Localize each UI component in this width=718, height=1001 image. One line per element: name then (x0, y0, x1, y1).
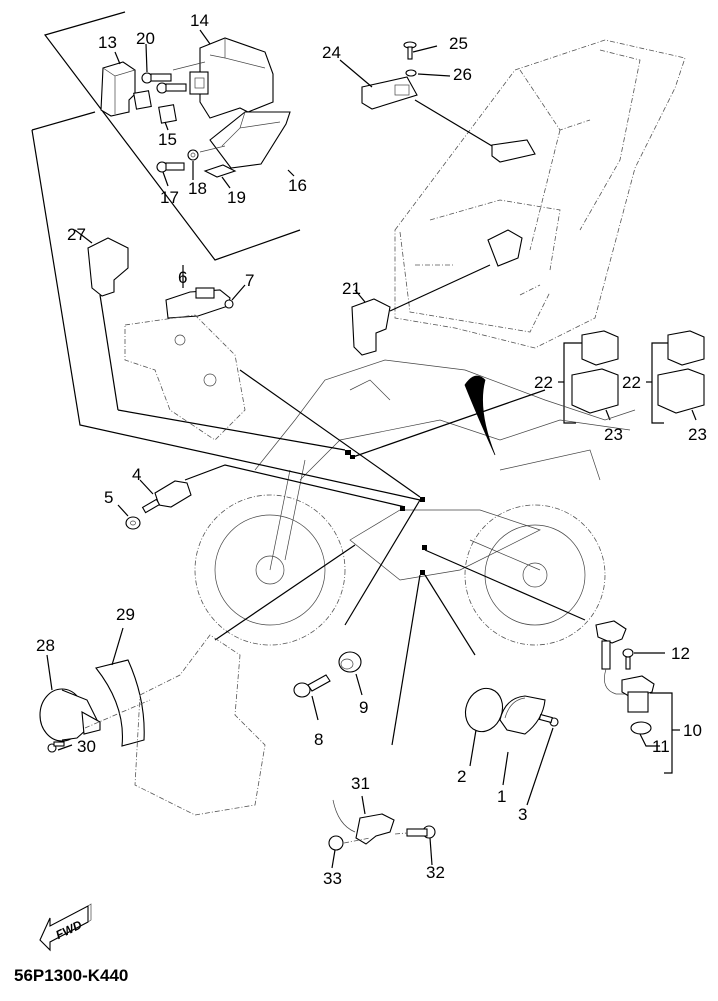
callout-18: 18 (188, 179, 207, 198)
callout-14: 14 (190, 11, 209, 30)
callout-25: 25 (449, 34, 468, 53)
callout-30: 30 (77, 737, 96, 756)
part-24-coupler[interactable] (361, 76, 536, 163)
callout-32: 32 (426, 863, 445, 882)
part-21-coupler[interactable] (351, 229, 523, 356)
part-13-coupler[interactable] (100, 61, 136, 117)
part-29-cover[interactable] (95, 627, 145, 747)
callout-31: 31 (351, 774, 370, 793)
callout-11: 11 (652, 737, 670, 756)
callout-27: 27 (67, 225, 86, 244)
part-17-bolt[interactable] (156, 161, 185, 173)
callout-3: 3 (518, 805, 527, 824)
part-19-pad[interactable] (203, 164, 237, 178)
callout-24: 24 (322, 43, 341, 62)
part-1-sensor[interactable] (499, 695, 546, 786)
inset-frame (31, 11, 301, 261)
callout-26: 26 (453, 65, 472, 84)
part-10-sensor-assembly[interactable] (595, 620, 680, 774)
part-27-coupler[interactable] (74, 229, 129, 297)
part-9-grommet[interactable] (338, 651, 363, 696)
part-8-bulb[interactable] (293, 674, 331, 721)
part-12-bolt[interactable] (622, 648, 665, 670)
part-20-bolts[interactable] (141, 61, 206, 94)
callout-13: 13 (98, 33, 117, 52)
callout-1: 1 (497, 787, 506, 806)
callout-7: 7 (245, 271, 254, 290)
motorcycle-outline (194, 359, 636, 646)
part-6-bracket[interactable] (165, 265, 231, 319)
callout-5: 5 (104, 488, 113, 507)
callout-12: 12 (671, 644, 690, 663)
engine-bracket-outline (84, 634, 266, 816)
callout-22a: 22 (534, 373, 553, 392)
callout-15: 15 (158, 130, 177, 149)
callout-8: 8 (314, 730, 323, 749)
part-18-nut[interactable] (187, 145, 226, 161)
part-4-sensor[interactable] (139, 479, 192, 514)
part-2-o-ring[interactable] (460, 683, 509, 767)
relay-group-2[interactable] (646, 330, 705, 424)
part-30-bolt[interactable] (47, 741, 73, 753)
part-32-bolt[interactable] (394, 825, 436, 866)
callout-2: 2 (457, 767, 466, 786)
callout-17: 17 (160, 188, 179, 207)
callout-9: 9 (359, 698, 368, 717)
leader-lines-motorcycle (31, 129, 586, 746)
callout-4: 4 (132, 465, 141, 484)
part-14-starter-relay[interactable] (189, 37, 274, 119)
part-33-nut[interactable] (328, 835, 371, 869)
callout-23b: 23 (688, 425, 707, 444)
rear-frame-outline (394, 39, 686, 349)
fwd-direction-badge: FWD (39, 903, 92, 952)
callout-10: 10 (683, 721, 702, 740)
part-26-washer[interactable] (405, 69, 417, 77)
part-15-fuse[interactable] (133, 90, 177, 124)
part-7-nut[interactable] (224, 284, 246, 309)
catalog-code: 56P1300-K440 (14, 966, 129, 985)
callout-16: 16 (288, 176, 307, 195)
callout-21: 21 (342, 279, 361, 298)
callout-20: 20 (136, 29, 155, 48)
part-31-switch[interactable] (332, 795, 395, 845)
part-3-bolt[interactable] (526, 713, 559, 806)
callout-28: 28 (36, 636, 55, 655)
callout-29: 29 (116, 605, 135, 624)
part-28-horn[interactable] (39, 654, 101, 742)
relay-group-1[interactable] (558, 330, 619, 424)
part-5-washer[interactable] (117, 504, 141, 530)
leader-lines-inset (114, 29, 295, 189)
mount-bracket-outline (124, 314, 246, 441)
leader-lines-top (339, 45, 493, 312)
callout-23a: 23 (604, 425, 623, 444)
part-11-o-ring[interactable] (630, 721, 660, 747)
part-25-screw[interactable] (403, 41, 417, 60)
callout-22b: 22 (622, 373, 641, 392)
callout-19: 19 (227, 188, 246, 207)
callout-33: 33 (323, 869, 342, 888)
callout-6: 6 (178, 268, 187, 287)
part-16-cover[interactable] (209, 111, 291, 169)
callout-labels: 1 2 3 4 5 6 7 8 9 10 11 12 13 14 15 16 1… (36, 11, 707, 888)
